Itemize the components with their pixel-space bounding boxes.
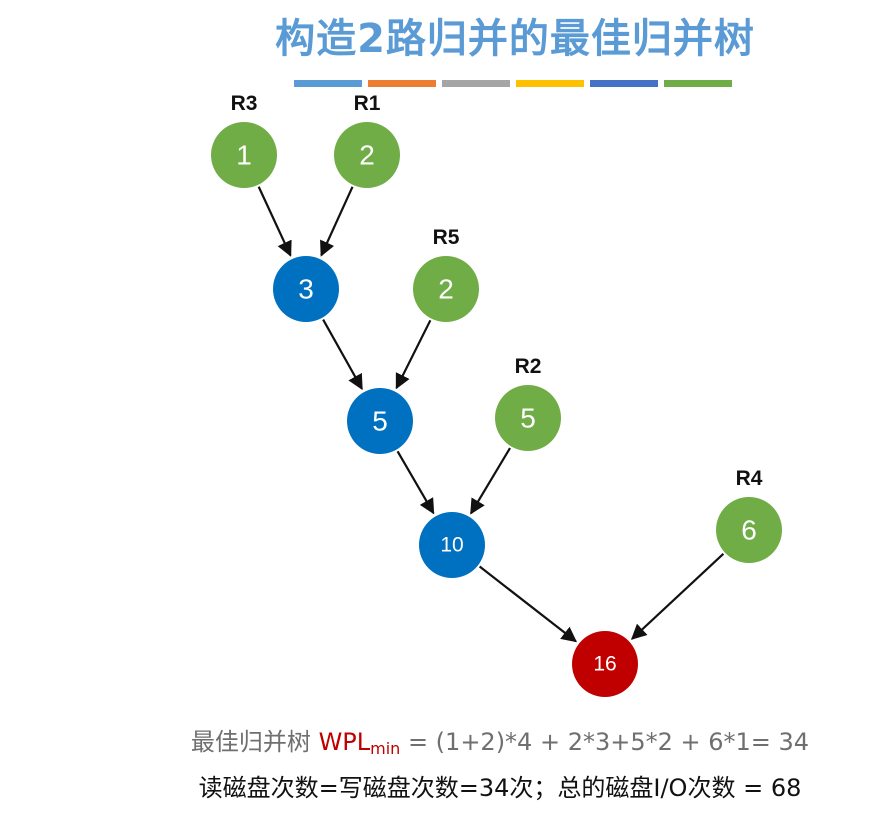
wpl-subscript: min [370,739,401,758]
accent-bar-1 [294,80,362,87]
node-value-n16: 16 [593,653,616,676]
tree-node-n3: 3 [273,256,339,322]
node-label-r5: R5 [433,226,460,249]
node-circle-r3 [211,122,277,188]
edge-r3-to-n3 [257,186,292,257]
accent-bar-6 [664,80,732,87]
node-circle-n5 [347,388,413,454]
edge-r2-to-n10 [470,447,511,515]
node-label-r1: R1 [354,92,381,115]
tree-node-n16: 16 [572,631,638,697]
tree-node-r5: 2 R5 [413,226,479,322]
edge-n10-to-n16 [478,565,578,643]
accent-bar-5 [590,80,658,87]
formula-prefix: 最佳归并树 [190,728,319,756]
node-value-n5: 5 [372,406,388,437]
node-value-r5: 2 [438,274,454,305]
node-label-r4: R4 [736,467,763,490]
node-label-r3: R3 [231,92,258,115]
node-circle-r1 [334,122,400,188]
node-circle-r4 [716,497,782,563]
accent-bar-4 [516,80,584,87]
page-title: 构造2路归并的最佳归并树 [275,16,755,62]
formula-expression: = (1+2)*4 + 2*3+5*2 + 6*1= 34 [400,728,810,756]
node-circle-r2 [495,385,561,451]
edge-r4-to-n16 [630,553,725,640]
tree-node-n10: 10 [419,512,485,578]
node-label-r2: R2 [515,355,542,378]
tree-node-n5: 5 [347,388,413,454]
accent-bars [294,80,732,87]
edge-r1-to-n3 [320,186,354,257]
wpl-text: WPL [318,728,371,756]
tree-node-r4: 6 R4 [716,467,782,563]
tree-node-r3: 1 R3 [211,92,277,188]
tree-node-r2: 5 R2 [495,355,561,451]
node-value-r3: 1 [236,140,252,171]
tree-node-r1: 2 R1 [334,92,400,188]
edge-r5-to-n5 [395,319,432,390]
wpl-formula: 最佳归并树 WPLmin = (1+2)*4 + 2*3+5*2 + 6*1= … [0,722,885,758]
accent-bar-3 [442,80,510,87]
node-circle-n3 [273,256,339,322]
edge-group [257,186,725,643]
node-value-r2: 5 [520,403,536,434]
node-value-n10: 10 [440,534,463,557]
node-value-r4: 6 [741,515,757,546]
accent-bar-2 [368,80,436,87]
node-circle-n10 [419,512,485,578]
disk-io-summary: 读磁盘次数=写磁盘次数=34次；总的磁盘I/O次数 = 68 [198,774,802,802]
node-value-n3: 3 [298,274,314,305]
edge-n5-to-n10 [396,450,435,515]
node-value-r1: 2 [359,140,375,171]
node-circle-n16 [572,631,638,697]
node-circle-r5 [413,256,479,322]
edge-n3-to-n5 [322,318,363,391]
wpl-label: WPLmin [318,728,401,758]
